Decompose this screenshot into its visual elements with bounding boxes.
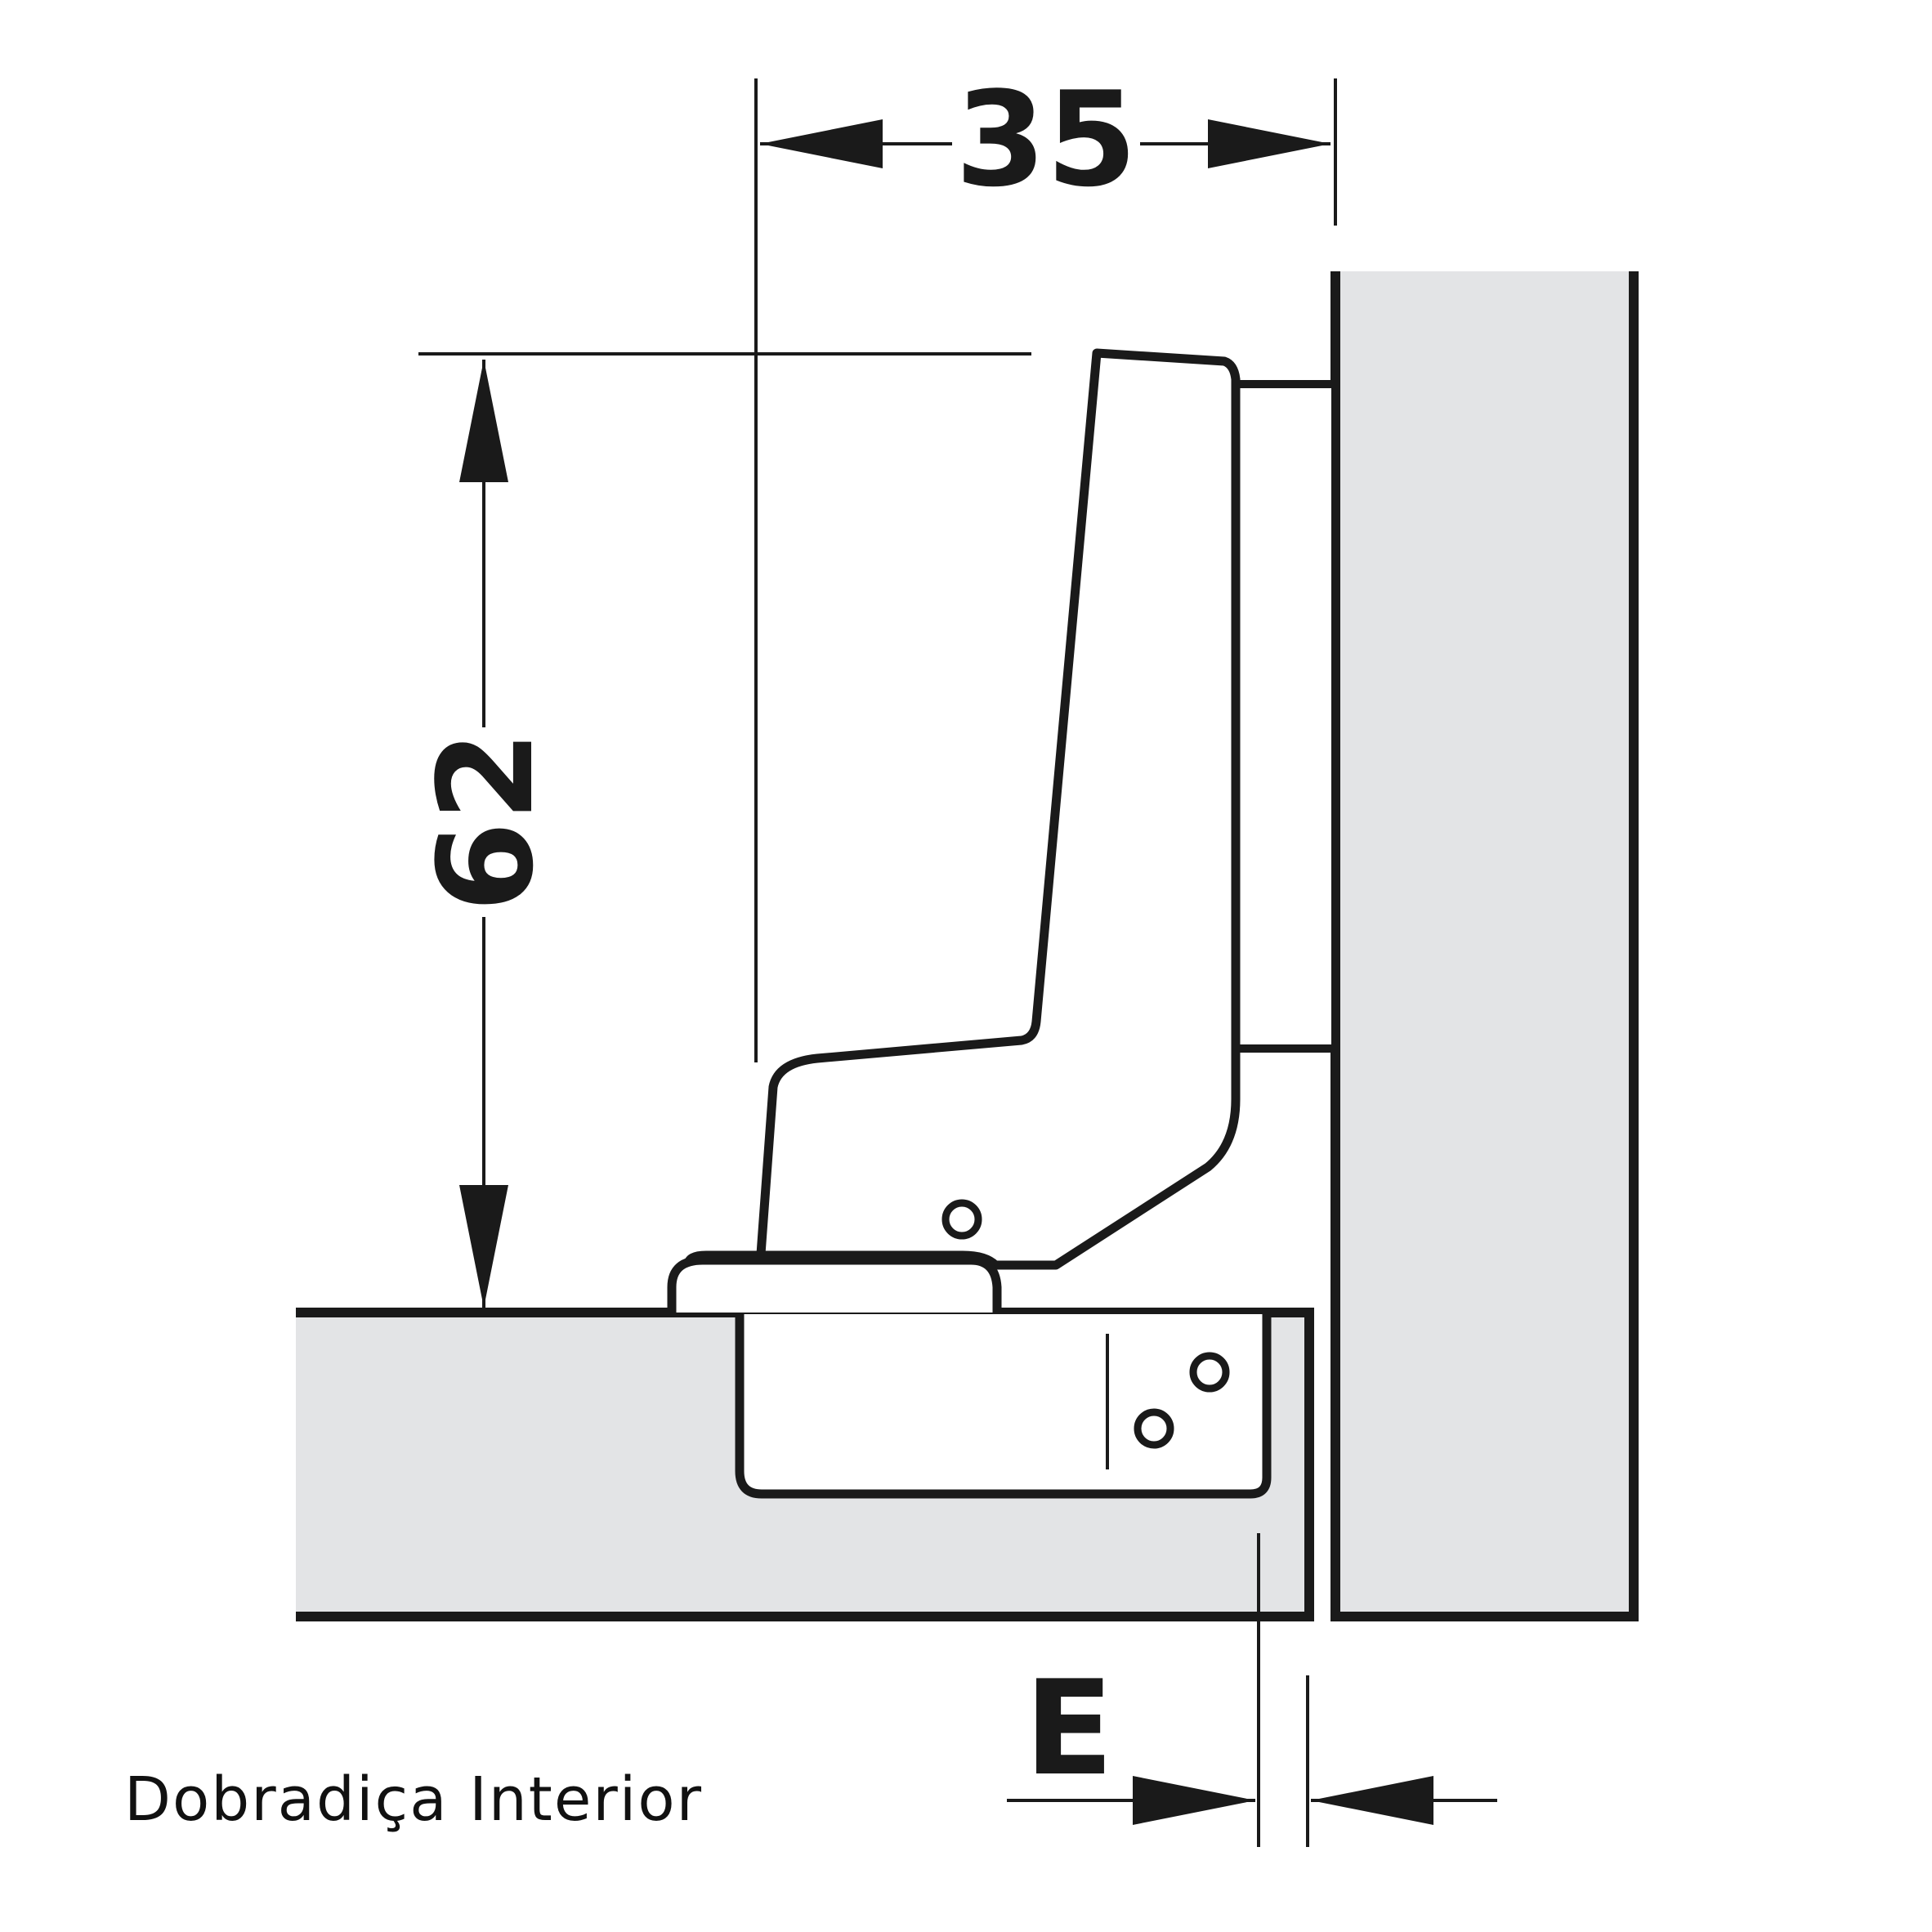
dimension-62-label: 62 xyxy=(409,731,562,913)
hinge-arm-outline xyxy=(683,348,1241,1270)
hinge-collar xyxy=(667,1255,1002,1313)
dimension-e-label: E xyxy=(1024,1652,1113,1805)
hinge-arm xyxy=(683,348,1241,1270)
mounting-plate-outline xyxy=(1232,380,1339,1053)
hinge-cup-screw-lower-icon xyxy=(1134,1408,1174,1449)
dimension-e-arrow-right-icon xyxy=(1311,1776,1433,1825)
hinge-cup xyxy=(735,1314,1272,1499)
cabinet-side-panel xyxy=(1330,271,1639,1621)
dimension-35-arrow-right-icon xyxy=(1208,119,1330,168)
dimension-e-arrow-left-icon xyxy=(1133,1776,1255,1825)
dimension-62-arrow-bottom-icon xyxy=(459,1185,508,1308)
mounting-plate xyxy=(1232,380,1339,1053)
dimension-62-arrow-top-icon xyxy=(459,360,508,482)
dimension-35-label: 35 xyxy=(955,63,1138,216)
dimension-e: E xyxy=(1007,1533,1497,1847)
dimension-35-arrow-left-icon xyxy=(760,119,883,168)
hinge-cup-screw-upper-icon xyxy=(1189,1352,1230,1393)
dimension-62: 62 xyxy=(409,352,1031,1308)
dimension-35: 35 xyxy=(754,63,1337,1062)
side-panel-fill xyxy=(1335,271,1634,1617)
diagram-caption: Dobradiça Interior xyxy=(124,1764,704,1835)
hinge-arm-screw-icon xyxy=(941,1199,982,1240)
hinge-collar-outline xyxy=(667,1255,1002,1313)
hinge-cup-outline xyxy=(735,1314,1272,1499)
